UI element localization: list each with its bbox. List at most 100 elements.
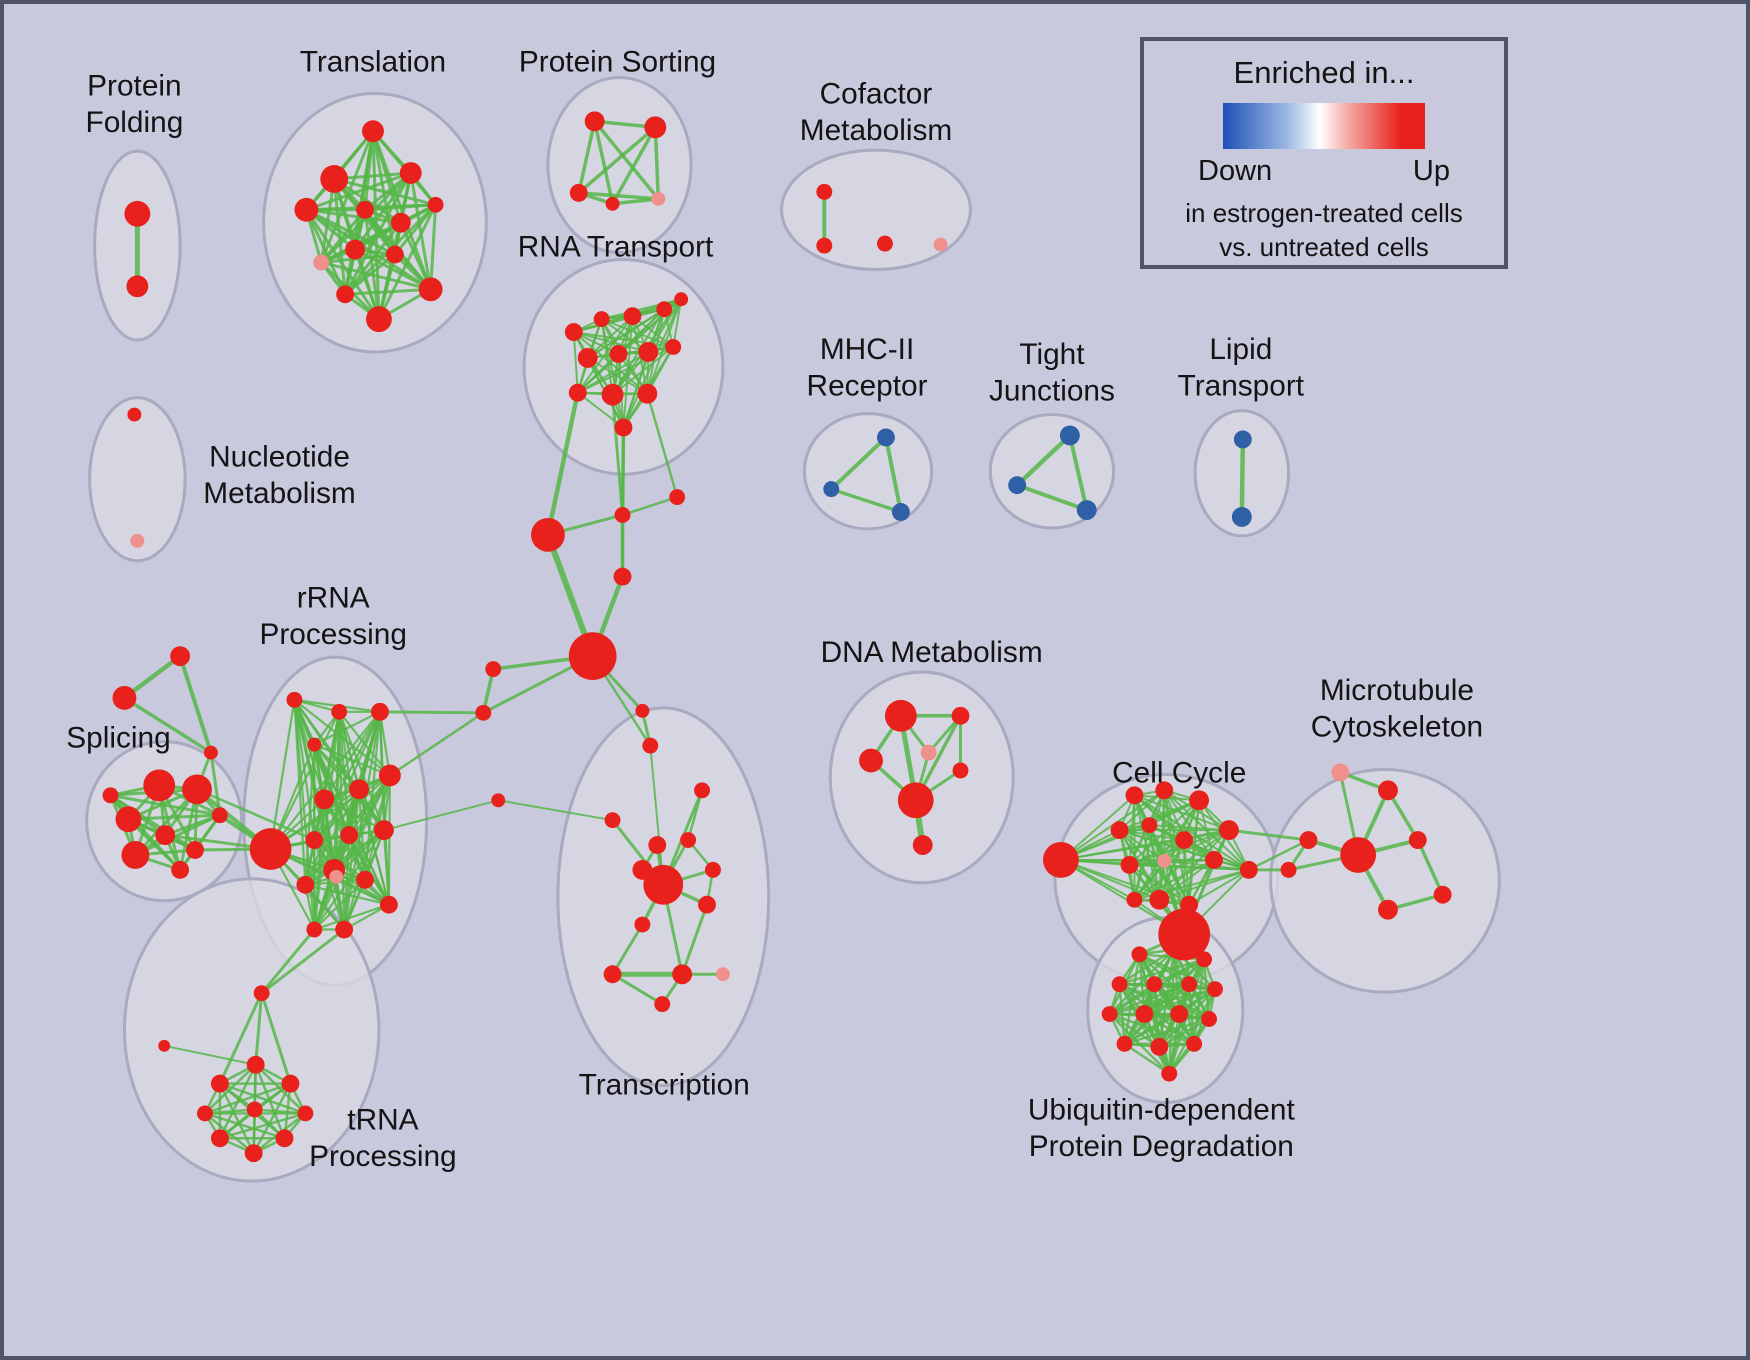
edge-n4-n9 [203,1112,255,1155]
node-e6 [1110,821,1129,840]
edge-r5-r9 [672,298,683,348]
edge-tj_a-tj_b [1014,433,1073,488]
edge-n0-n1 [254,991,264,1067]
cluster-label-cofactor-metabolism: Cofactor [820,77,933,110]
edge-e9-e13 [1158,858,1215,901]
cluster-ellipse-mhc-ii-receptor [802,412,934,531]
node-p4 [155,825,176,846]
node-m8 [1280,861,1297,878]
node-q11 [373,820,394,841]
edge-s1-s4 [592,119,615,206]
cluster-label-microtubule-cytoskeleton: Microtubule [1320,674,1474,707]
edge-t7-t11 [429,203,438,291]
node-s2 [644,116,667,139]
node-q1 [286,691,303,708]
edge-n1-n6 [254,1063,307,1115]
node-cm_b [816,237,833,254]
node-s5 [651,191,666,206]
edge-u11-u13 [1158,1017,1211,1049]
edge-q6-q18 [313,798,326,931]
node-x4 [604,812,621,829]
node-q2 [331,703,348,720]
node-x1 [635,703,650,718]
node-u13 [1150,1037,1169,1056]
node-t7 [427,196,444,213]
node-t6 [390,212,411,233]
edge-mh_b-mh_c [829,487,903,514]
edge-e10-e14 [1128,863,1191,906]
node-u4 [1111,976,1128,993]
node-n8 [275,1129,294,1148]
cluster-label-cofactor-metabolism: Metabolism [800,114,952,147]
cluster-label-trna-processing: Processing [309,1140,456,1173]
edge-m5-m6 [1416,838,1445,897]
edge-q3-q13 [304,710,382,886]
edge-q14-q17 [343,878,367,931]
edge-q3-q5 [269,710,382,851]
legend-endpoint-labels: Down Up [1198,155,1450,188]
edge-t7-t13 [377,203,438,321]
edge-p2-p5 [133,787,199,857]
node-nm_a [127,407,142,422]
edge-t11-t12 [343,287,433,296]
edge-t5-t7 [363,203,438,212]
node-n10 [158,1039,171,1052]
cluster-label-tight-junctions: Tight [1019,338,1085,371]
node-u2 [1166,941,1183,958]
node-x13 [672,964,693,985]
edge-r3-r10 [576,315,634,394]
edge-r7-r10 [576,352,620,394]
node-mh_a [876,428,895,447]
edge-e12-e14 [1188,868,1250,906]
edge-p7-p8 [178,813,222,872]
node-g3 [203,745,218,760]
edge-q11-q13 [304,829,385,886]
node-e12 [1239,860,1258,879]
edge-u5-u8 [1108,983,1156,1016]
node-r3 [623,307,642,326]
cluster-label-protein-folding: Protein [87,69,181,102]
edge-q16-q18 [313,903,390,931]
edge-e2-e5 [1133,794,1230,832]
node-p5 [121,841,150,869]
node-n2 [210,1074,229,1093]
cluster-ellipse-protein-sorting [546,76,693,255]
node-n7 [210,1129,229,1148]
cluster-label-rrna-processing: Processing [259,618,406,651]
node-u6 [1181,976,1198,993]
node-d6 [897,782,934,819]
edge-q8-q9 [313,774,391,842]
cluster-label-mhc-ii-receptor: Receptor [807,370,928,403]
node-t10 [313,254,330,271]
cluster-label-lipid-transport: Lipid [1209,333,1272,366]
edge-t3-t11 [409,171,433,291]
node-c5 [485,661,502,678]
edge-q4-q8 [313,743,391,777]
edge-x3-x6 [686,789,704,842]
edge-u11-u12 [1123,1017,1211,1046]
node-r10 [568,383,587,402]
node-u8 [1101,1006,1118,1022]
node-u7 [1207,981,1223,998]
node-u14 [1186,1035,1203,1052]
edge-q11-c7 [382,799,500,832]
node-m7 [1378,899,1398,920]
edge-n0-n2 [218,991,264,1086]
node-x3 [694,782,710,799]
cluster-label-ubiquitin-degradation: Protein Degradation [1029,1130,1294,1163]
edge-t3-t4 [304,171,413,212]
edge-x12-x15 [611,972,664,1006]
node-u5 [1146,976,1163,993]
node-p3 [115,806,142,833]
edge-q10-q13 [304,833,351,886]
cluster-label-cell-cycle: Cell Cycle [1112,756,1246,789]
node-t5 [356,200,374,219]
node-t8 [345,239,366,260]
node-pf1 [124,200,151,227]
node-u12 [1116,1035,1133,1052]
node-u3 [1196,951,1213,968]
node-s1 [584,111,605,132]
edge-e5-e7 [1148,824,1230,832]
node-q3 [370,702,389,721]
node-tj_b [1008,476,1027,495]
